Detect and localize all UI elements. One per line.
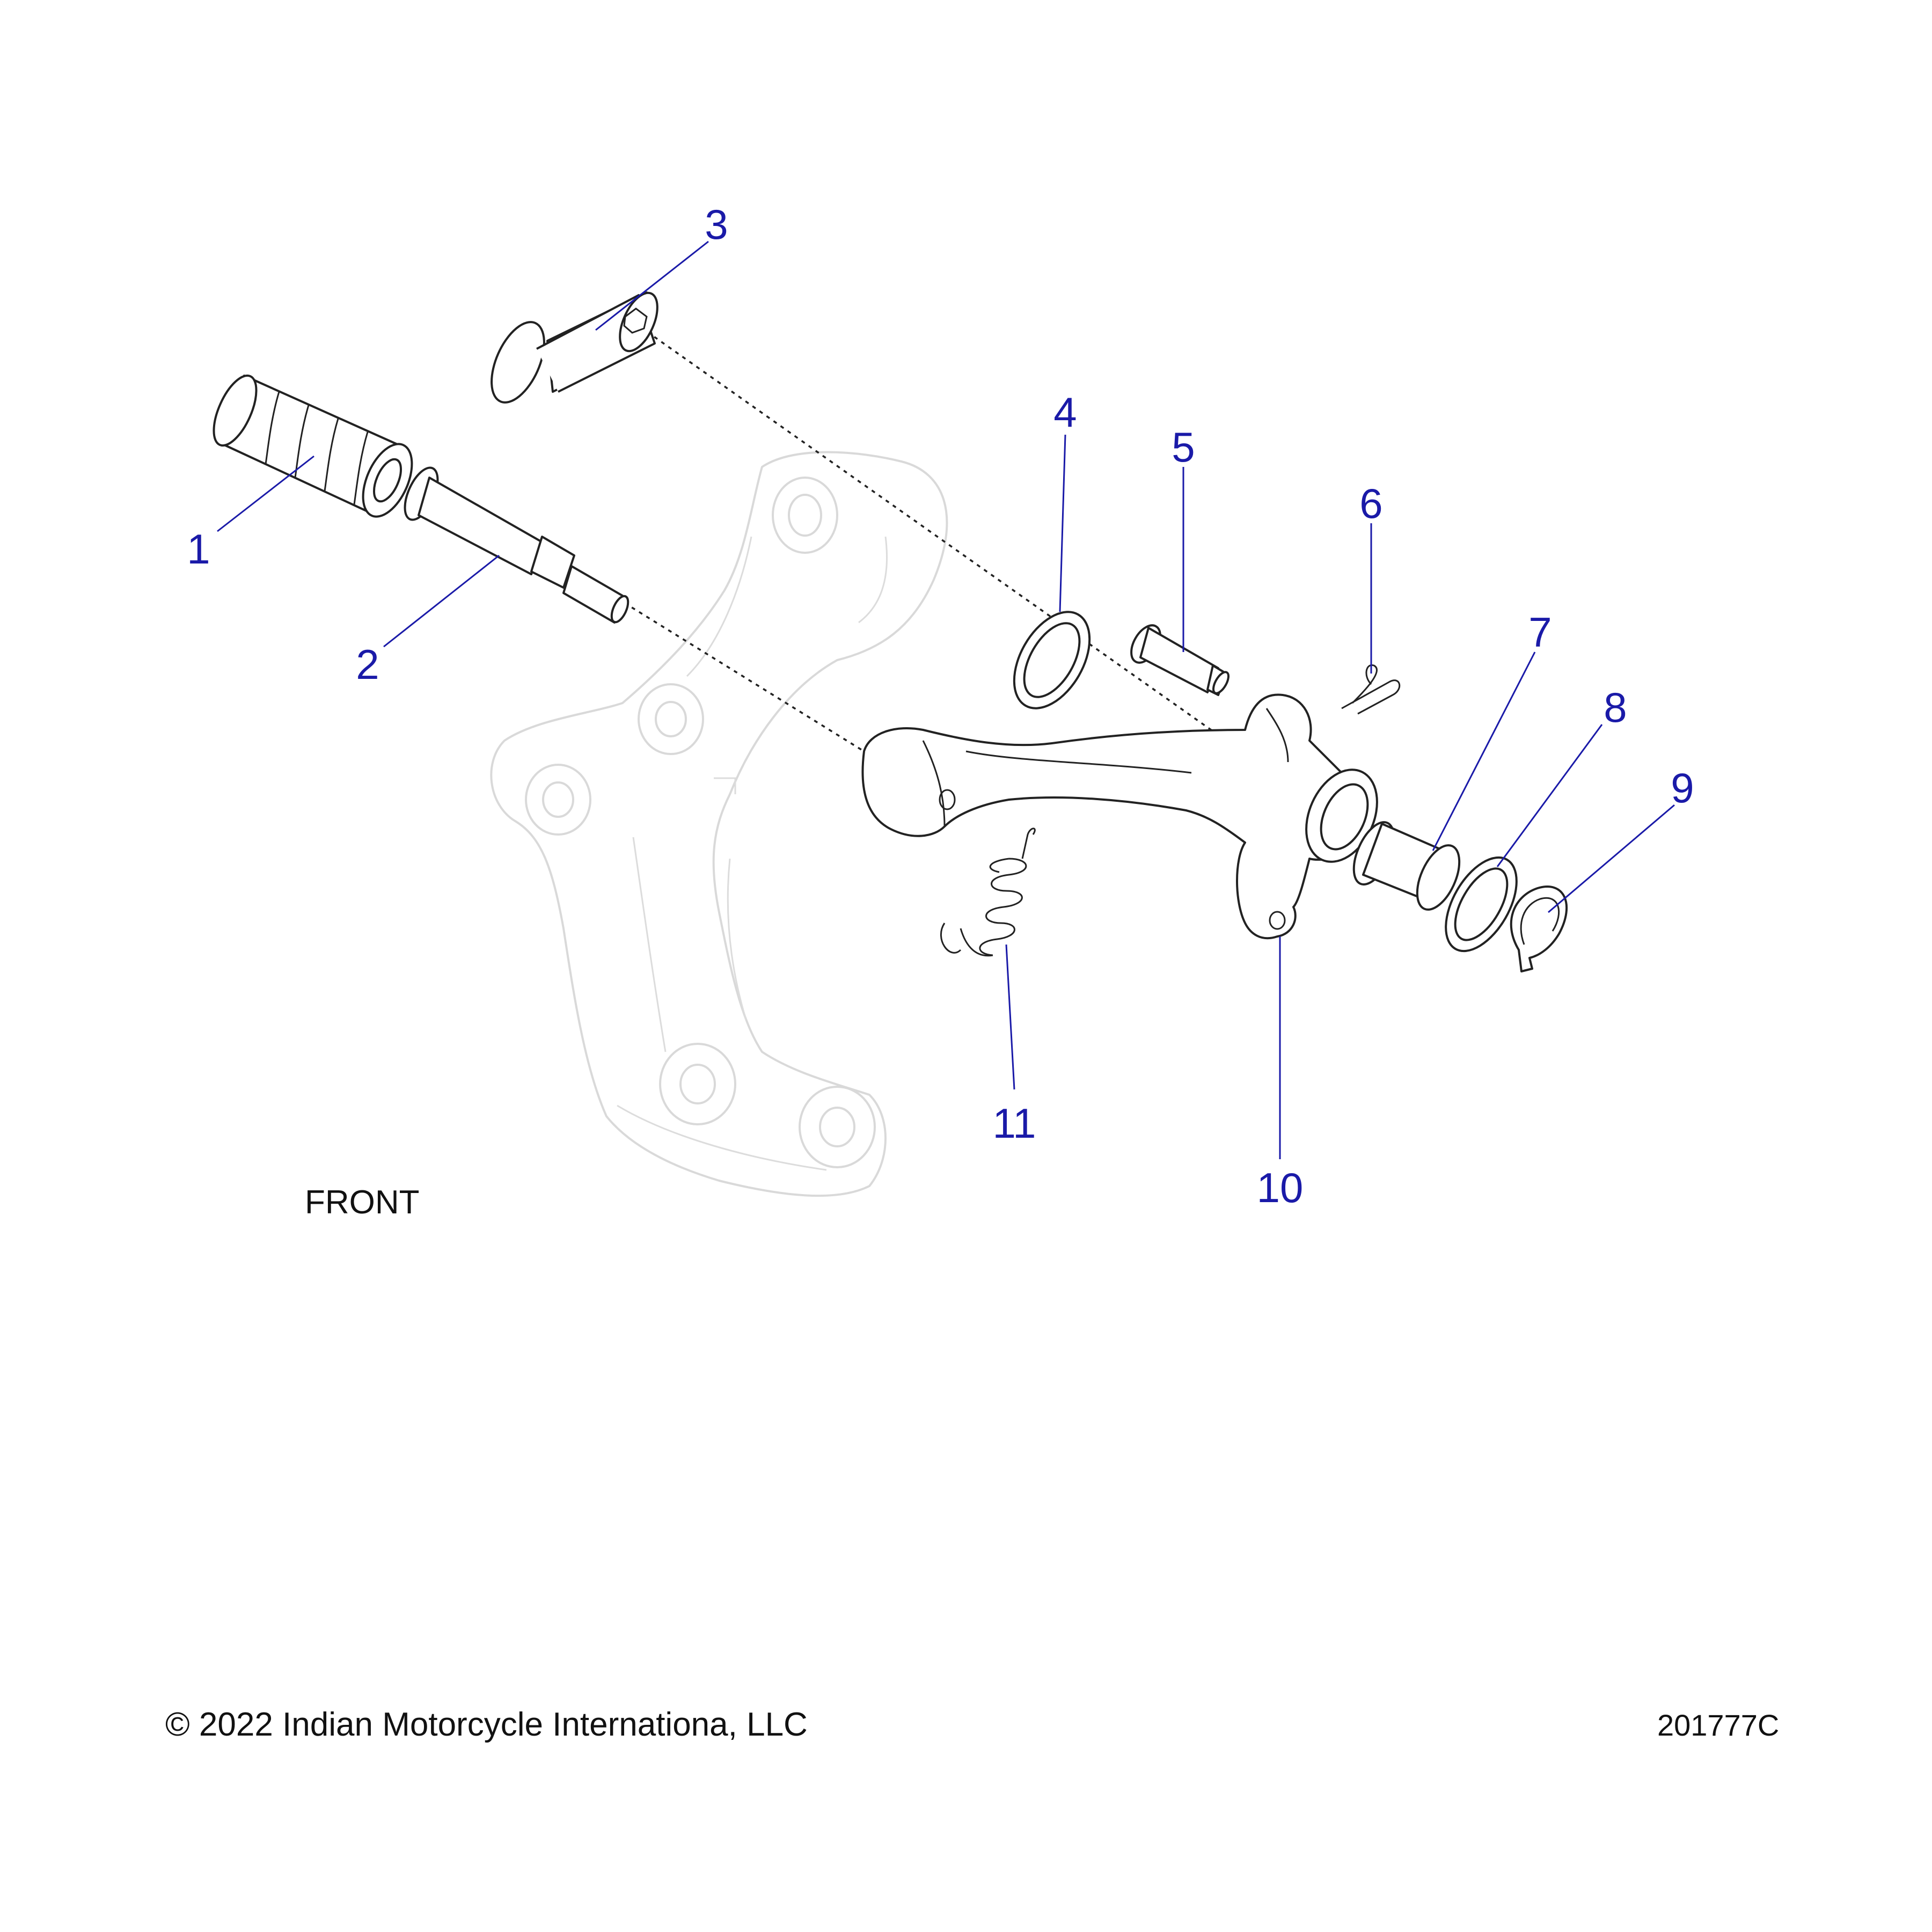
diagram-part-number: 201777C [1657, 1708, 1780, 1742]
callout-11: 11 [993, 1100, 1036, 1147]
callout-8: 8 [1604, 684, 1627, 731]
leader-1 [217, 455, 314, 532]
callout-10: 10 [1257, 1164, 1304, 1211]
part-9-retaining-ring [1510, 885, 1568, 972]
callout-9: 9 [1671, 764, 1694, 811]
part-5-clevis-pin [1130, 624, 1230, 696]
copyright-notice: © 2022 Indian Motorcycle Internationa, L… [165, 1706, 808, 1743]
leader-11 [1005, 944, 1015, 1090]
leader-8 [1496, 724, 1603, 867]
part-8-washer [1445, 856, 1518, 953]
leader-3 [595, 240, 709, 331]
callout-5: 5 [1172, 423, 1195, 471]
callout-2: 2 [356, 641, 379, 688]
part-6-hair-pin-clip [1341, 664, 1401, 715]
leader-9 [1548, 804, 1675, 913]
front-orientation-label: FRONT [305, 1184, 420, 1221]
callout-3: 3 [705, 201, 728, 248]
part-3-bushing-bolt [491, 291, 658, 404]
part-11-spring [940, 828, 1036, 957]
callout-4: 4 [1053, 389, 1077, 436]
frame-bracket-ghost [490, 451, 948, 1197]
leader-2 [383, 554, 500, 648]
part-10-lever [861, 693, 1378, 940]
part-4-washer [1013, 611, 1091, 709]
alignment-line-upper [632, 321, 1364, 838]
callout-6: 6 [1359, 480, 1382, 527]
callout-7: 7 [1528, 609, 1552, 656]
callout-1: 1 [187, 525, 210, 573]
leader-4 [1059, 434, 1066, 612]
part-2-pivot-pin [404, 466, 630, 624]
part-1-peg-rubber [213, 374, 413, 518]
leader-7 [1432, 652, 1536, 851]
alignment-line-lower [617, 597, 865, 752]
part-7-sleeve [1352, 821, 1461, 911]
